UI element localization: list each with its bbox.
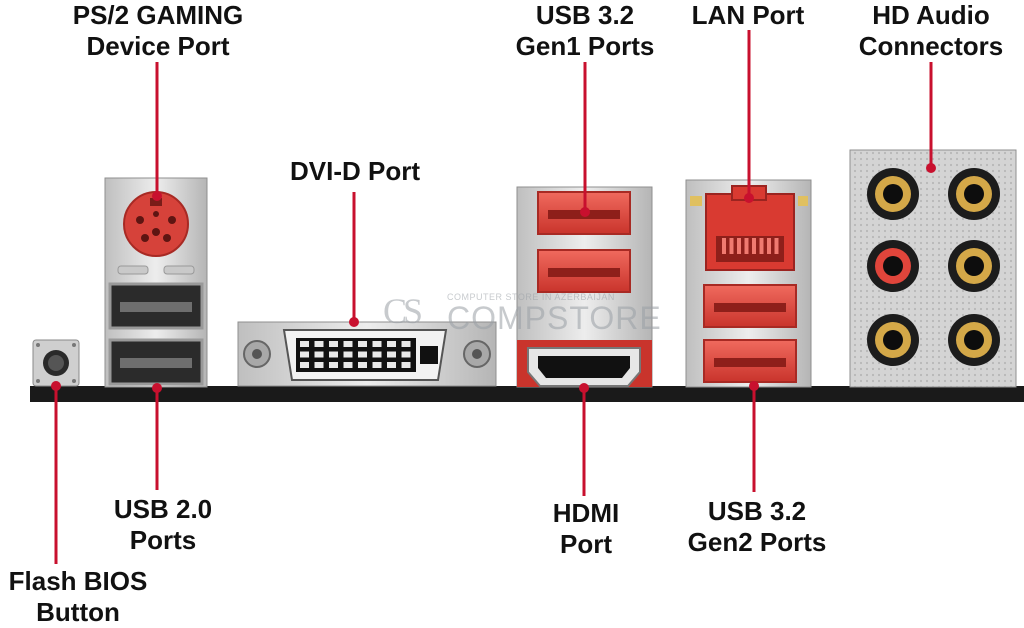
- lan-pin: [752, 238, 756, 254]
- lan-pins: [722, 238, 779, 254]
- usb20-port-top[interactable]: [108, 282, 204, 330]
- dvi-pin: [387, 341, 396, 347]
- label-usb20-line2: Ports: [129, 525, 197, 555]
- usb20-port-bottom[interactable]: [108, 338, 204, 386]
- dvi-pin: [343, 351, 353, 358]
- dvi-pin: [358, 341, 367, 347]
- lan-pin: [729, 238, 734, 254]
- leader-dot: [744, 193, 754, 203]
- lan-pin: [722, 238, 726, 254]
- label-lan-port: LAN Port: [668, 0, 828, 31]
- dvi-pin: [329, 351, 338, 358]
- usb32gen1-port-bottom[interactable]: [537, 249, 631, 293]
- label-dvid-port: DVI-D Port: [265, 156, 445, 187]
- label-ps2-line1: PS/2 GAMING: [72, 0, 244, 30]
- lan-pin: [759, 238, 764, 254]
- dvi-pin: [314, 341, 324, 347]
- dvi-pin: [343, 341, 353, 347]
- dvi-pin: [372, 351, 382, 358]
- dvi-pin: [300, 341, 309, 347]
- dvi-pin: [300, 362, 309, 368]
- label-ps2-gaming: PS/2 GAMING Device Port: [38, 0, 278, 62]
- label-hdaudio-line1: HD Audio: [872, 0, 990, 30]
- dvi-pin: [343, 362, 353, 368]
- label-usb32gen2-line2: Gen2 Ports: [687, 527, 827, 557]
- dvid-pins: [300, 341, 411, 368]
- label-hd-audio: HD Audio Connectors: [838, 0, 1024, 62]
- label-hdmi-line2: Port: [560, 529, 612, 559]
- lan-pin: [774, 238, 779, 254]
- label-usb32gen1-line2: Gen1 Ports: [515, 31, 655, 61]
- usb32gen1-hdmi-stack: [516, 186, 653, 388]
- audio-jack[interactable]: [948, 240, 1000, 292]
- label-usb32-gen1: USB 3.2 Gen1 Ports: [490, 0, 680, 62]
- dvi-pin: [372, 341, 382, 347]
- audio-jack[interactable]: [867, 240, 919, 292]
- label-usb32-gen2: USB 3.2 Gen2 Ports: [666, 496, 848, 558]
- ps2-port[interactable]: [123, 191, 189, 257]
- dvi-pin: [401, 351, 411, 358]
- audio-jack[interactable]: [867, 168, 919, 220]
- leader-lines: [51, 30, 936, 564]
- dvi-pin: [314, 351, 324, 358]
- dvi-pin: [329, 362, 338, 368]
- label-flash-line2: Button: [36, 597, 120, 627]
- audio-jacks: [867, 168, 1000, 366]
- leader-dot: [349, 317, 359, 327]
- lan-pin: [767, 238, 771, 254]
- leader-dot: [749, 381, 759, 391]
- motherboard-edge: [30, 386, 1024, 402]
- leader-dot: [152, 383, 162, 393]
- audio-jack[interactable]: [948, 168, 1000, 220]
- label-dvid-line1: DVI-D Port: [290, 156, 420, 186]
- audio-jack[interactable]: [867, 314, 919, 366]
- label-ps2-line2: Device Port: [86, 31, 230, 61]
- dvi-pin: [387, 362, 396, 368]
- dvi-pin: [300, 351, 309, 358]
- audio-jack[interactable]: [948, 314, 1000, 366]
- hdmi-port[interactable]: [527, 347, 641, 387]
- leader-dot: [152, 191, 162, 201]
- label-usb20-line1: USB 2.0: [113, 494, 213, 524]
- label-usb32gen2-line1: USB 3.2: [707, 496, 807, 526]
- lan-port[interactable]: [690, 185, 808, 271]
- label-usb32gen1-line1: USB 3.2: [535, 0, 635, 30]
- leader-dot: [51, 381, 61, 391]
- dvi-pin: [329, 341, 338, 347]
- label-usb20: USB 2.0 Ports: [85, 494, 241, 556]
- label-flash-line1: Flash BIOS: [8, 566, 148, 596]
- label-hdmi: HDMI Port: [530, 498, 642, 560]
- dvi-pin: [358, 362, 367, 368]
- dvi-pin: [372, 362, 382, 368]
- dvi-pin: [401, 341, 411, 347]
- label-hdaudio-line2: Connectors: [858, 31, 1004, 61]
- leader-dot: [579, 383, 589, 393]
- dvi-pin: [401, 362, 411, 368]
- dvi-pin: [358, 351, 367, 358]
- leader-dot: [926, 163, 936, 173]
- label-hdmi-line1: HDMI: [552, 498, 620, 528]
- dvi-pin: [387, 351, 396, 358]
- dvi-pin: [314, 362, 324, 368]
- label-lan-line1: LAN Port: [691, 0, 805, 30]
- label-flash-bios: Flash BIOS Button: [0, 566, 156, 628]
- leader-dot: [580, 207, 590, 217]
- usb32gen2-port-top[interactable]: [703, 284, 797, 328]
- flash-bios-button[interactable]: [32, 339, 80, 387]
- lan-pin: [744, 238, 749, 254]
- usb32gen2-port-bottom[interactable]: [703, 339, 797, 383]
- lan-usb32gen2-stack: [685, 179, 812, 388]
- ps2-usb20-stack: [104, 177, 208, 388]
- lan-pin: [737, 238, 741, 254]
